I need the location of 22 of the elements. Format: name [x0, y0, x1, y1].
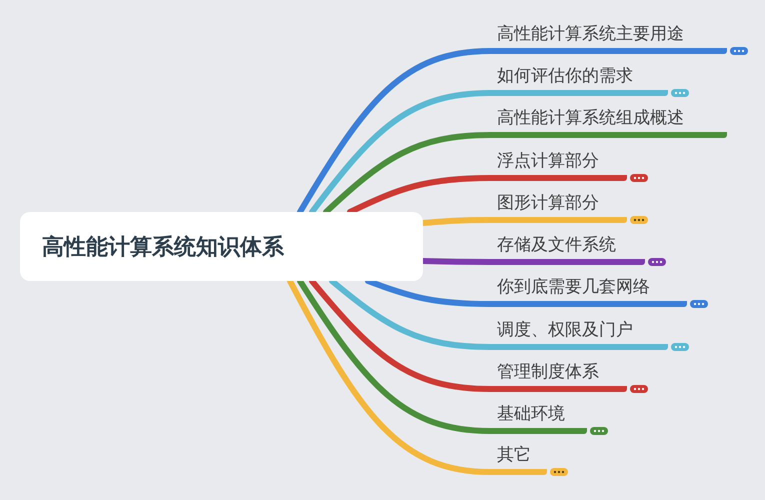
- central-topic-text: 高性能计算系统知识体系: [42, 234, 284, 262]
- branch-line: [329, 278, 493, 350]
- topic-label: 存储及文件系统: [497, 236, 616, 256]
- branch-line: [323, 132, 493, 215]
- topic-label: 管理制度体系: [497, 363, 599, 383]
- branch-line: [309, 278, 493, 392]
- topic-label: 浮点计算部分: [497, 152, 599, 172]
- branch-line: [287, 278, 493, 475]
- topic-label: 调度、权限及门户: [497, 321, 633, 341]
- topic-label: 你到底需要几套网络: [497, 278, 650, 298]
- topic-label: 基础环境: [497, 405, 565, 425]
- topic-label: 高性能计算系统主要用途: [497, 25, 684, 45]
- branch-line: [347, 175, 493, 215]
- branch-line: [297, 278, 493, 434]
- topic-label: 如何评估你的需求: [497, 67, 633, 87]
- central-topic-card: [20, 212, 423, 281]
- topic-label: 图形计算部分: [497, 194, 599, 214]
- topic-label: 高性能计算系统组成概述: [497, 109, 684, 129]
- branch-line: [297, 48, 493, 215]
- branch-line: [365, 278, 493, 307]
- branch-line: [309, 90, 493, 215]
- topic-label: 其它: [497, 446, 531, 466]
